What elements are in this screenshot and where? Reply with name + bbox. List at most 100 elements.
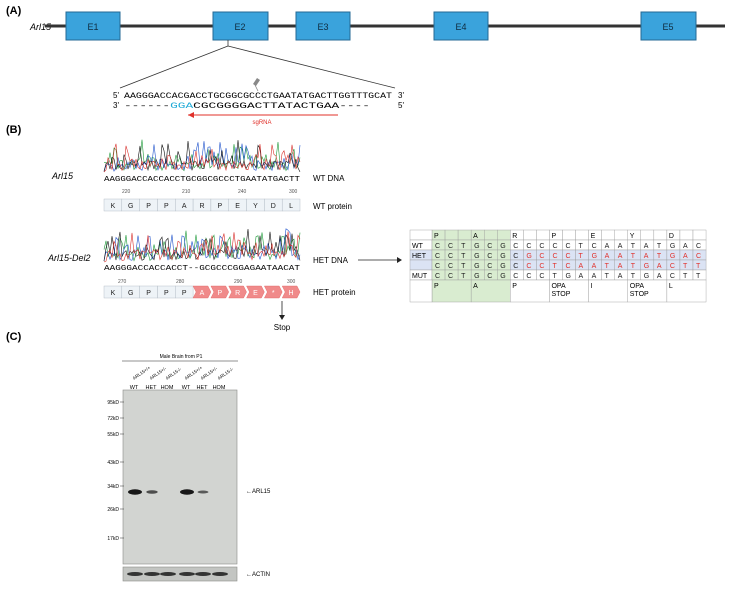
arl15-bands xyxy=(128,489,209,495)
marker-label: 43kD xyxy=(107,460,119,466)
table-base: C xyxy=(487,253,492,260)
exon-e3: E3 xyxy=(295,11,351,41)
table-aa-header: E xyxy=(591,233,596,240)
het-position-ticks: 270 280 290 300 xyxy=(118,279,296,285)
table-row-label: WT xyxy=(412,243,424,250)
table-aa-header: Y xyxy=(630,233,635,240)
wt-protein-label: WT protein xyxy=(313,202,352,211)
lane-genotype-label: ARL15-/- xyxy=(165,366,183,381)
sgrna-arrow xyxy=(188,112,338,118)
table-mut-aa: L xyxy=(669,283,673,290)
marker-label: 17kD xyxy=(107,536,119,542)
lane-label: WT xyxy=(130,385,139,391)
amino-acid-cell: R xyxy=(228,285,247,299)
table-base: A xyxy=(579,273,584,280)
table-mut-aa: STOP xyxy=(630,291,649,298)
five-prime-bottom: 5' xyxy=(398,101,404,110)
lane-label: HOM xyxy=(213,385,226,391)
marker-label: 95kD xyxy=(107,400,119,406)
actin-band xyxy=(144,572,160,576)
table-aa-header: A xyxy=(473,233,478,240)
het-tick: 300 xyxy=(287,279,296,285)
table-base: G xyxy=(474,273,479,280)
table-base: T xyxy=(631,243,636,250)
table-aa-header: P xyxy=(434,233,439,240)
table-row-label: HET xyxy=(412,253,427,260)
table-base: A xyxy=(618,263,623,270)
panel-a-label: (A) xyxy=(6,5,22,17)
exon-label: E2 xyxy=(234,22,245,32)
table-base: A xyxy=(579,263,584,270)
wt-tick: 220 xyxy=(122,189,131,195)
het-dna-sequence: AAGGGACCACCACCT--GCGCCCGGAGAATAACAT xyxy=(104,265,300,273)
marker-label: 34kD xyxy=(107,484,119,490)
table-base: C xyxy=(487,243,492,250)
table-mut-aa: STOP xyxy=(551,291,570,298)
arl15-band-label: ←ARL15 xyxy=(246,489,271,495)
table-base: C xyxy=(539,243,544,250)
trace-line xyxy=(103,139,301,172)
wt-sample-name: Arl15 xyxy=(51,171,74,181)
exon-label: E4 xyxy=(455,22,466,32)
amino-acid-cell: R xyxy=(192,198,212,212)
table-base: T xyxy=(683,263,688,270)
table-base: G xyxy=(500,273,505,280)
lane-genotype-label: ARL15-/- xyxy=(217,366,235,381)
actin-band xyxy=(160,572,176,576)
lane-label: HOM xyxy=(161,385,174,391)
stop-label: Stop xyxy=(274,323,291,332)
table-base: C xyxy=(566,263,571,270)
table-base: C xyxy=(539,253,544,260)
table-base: C xyxy=(513,263,518,270)
marker-label: 72kD xyxy=(107,416,119,422)
het-tick: 280 xyxy=(176,279,185,285)
table-base: T xyxy=(605,263,610,270)
table-base: T xyxy=(461,273,466,280)
het-dna-label: HET DNA xyxy=(313,256,349,265)
amino-acid-letter: G xyxy=(128,290,133,297)
table-base: A xyxy=(644,243,649,250)
het-tick: 270 xyxy=(118,279,127,285)
amino-acid-cell: P xyxy=(210,198,229,212)
table-base: T xyxy=(461,253,466,260)
amino-acid-letter: P xyxy=(217,203,222,210)
table-base: A xyxy=(644,253,649,260)
lane-genotype-label: ARL15+/- xyxy=(200,365,219,380)
trace-line xyxy=(103,140,301,173)
table-base: G xyxy=(670,253,675,260)
table-base: C xyxy=(435,263,440,270)
wt-position-ticks: 220 210 240 300 xyxy=(122,189,298,195)
table-base: G xyxy=(592,253,597,260)
table-base: T xyxy=(696,263,701,270)
table-base: C xyxy=(539,263,544,270)
amino-acid-letter: E xyxy=(235,203,240,210)
table-base: C xyxy=(539,273,544,280)
table-base: T xyxy=(683,273,688,280)
amino-acid-letter: P xyxy=(182,290,187,297)
trace-line xyxy=(103,228,301,262)
table-base: A xyxy=(683,253,688,260)
pam-sequence: GGA xyxy=(170,102,193,111)
table-base: T xyxy=(657,243,662,250)
wt-dna-sequence: AAGGGACCACCACCTGCGGCGCCCTGAATATGACTT xyxy=(104,176,300,184)
table-base: A xyxy=(618,243,623,250)
actin-bands xyxy=(127,572,228,576)
amino-acid-cell: A xyxy=(175,198,194,212)
table-base: T xyxy=(579,253,584,260)
amino-acid-letter: H xyxy=(289,290,294,297)
western-blot-membrane xyxy=(122,389,238,565)
sgrna-label: sgRNA xyxy=(252,120,271,126)
exon-e1: E1 xyxy=(65,11,121,41)
exon-label: E1 xyxy=(87,22,98,32)
table-base: T xyxy=(631,273,636,280)
het-to-table-arrow xyxy=(358,257,402,263)
table-base: G xyxy=(644,273,649,280)
table-base: C xyxy=(696,243,701,250)
amino-acid-cell: A xyxy=(192,285,212,299)
